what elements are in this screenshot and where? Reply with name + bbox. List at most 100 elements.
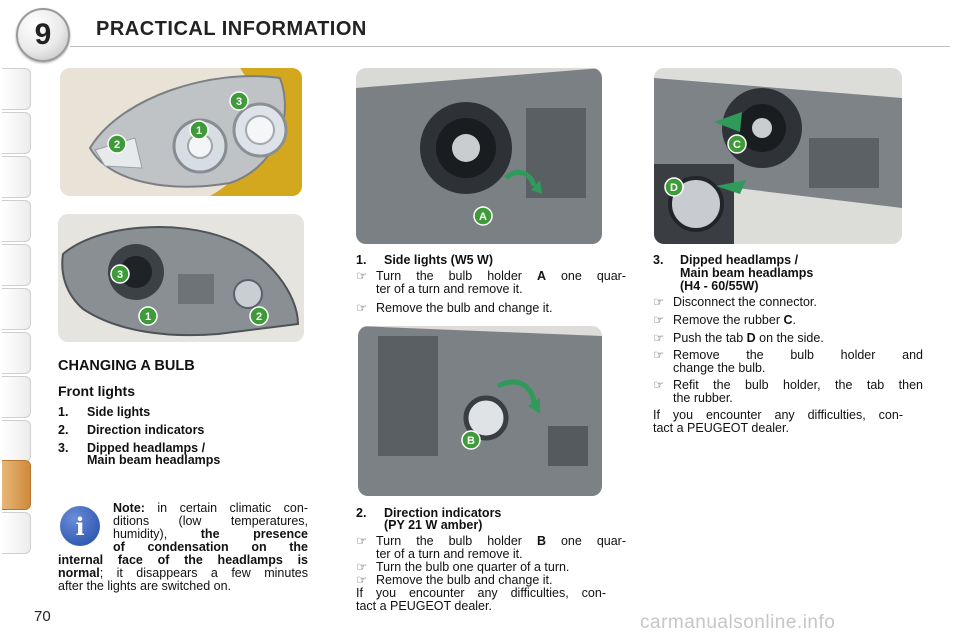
instruction-step: ☞ Remove the bulb holder and change the …: [653, 349, 923, 375]
photo-dipped-headlamp: [654, 68, 902, 244]
note-bold: internal face of the headlamps is: [58, 553, 308, 567]
step-ref: B: [536, 534, 546, 548]
section-title-text: Dipped headlamps /: [680, 253, 799, 267]
step-text: Remove the bulb and change it.: [376, 573, 553, 587]
list-text: Dipped headlamps /: [87, 441, 206, 455]
section-title-continuation: (PY 21 W amber): [384, 518, 483, 532]
info-icon: i: [60, 506, 100, 546]
pointing-hand-icon: ☞: [356, 301, 368, 315]
section-title-continuation: Main beam headlamps: [680, 266, 814, 280]
dealer-note-line: If you encounter any difficulties, con-: [653, 408, 903, 422]
section-number: 1.: [356, 253, 367, 267]
note-line: ditions (low temperatures,: [113, 514, 308, 528]
chapter-tab[interactable]: [2, 288, 31, 330]
list-text: Direction indicators: [87, 423, 205, 437]
dealer-note-line: If you encounter any difficulties, con-: [356, 586, 606, 600]
dealer-note: If you encounter any difficulties, con- …: [653, 409, 903, 435]
step-text: Remove the rubber: [673, 313, 784, 327]
note-bold: the presence: [200, 527, 308, 541]
note-line: humidity),: [113, 527, 201, 541]
note-line: ; it disappears a few minutes: [99, 566, 308, 580]
pointing-hand-icon: ☞: [653, 313, 665, 327]
chapter-tab[interactable]: [2, 68, 31, 110]
dealer-note: If you encounter any difficulties, con- …: [356, 587, 606, 613]
note-text-wide: internal face of the headlamps is normal…: [58, 554, 308, 593]
step-text: Turn the bulb holder: [376, 534, 537, 548]
photo-headlamp-car: [60, 68, 302, 196]
list-number: 3.: [58, 441, 69, 455]
step-text: one quar-: [545, 269, 626, 283]
photo-side-light: [356, 68, 602, 244]
instruction-step: ☞ Turn the bulb holder B one quar- ter o…: [356, 535, 626, 561]
pointing-hand-icon: ☞: [653, 348, 665, 362]
watermark: carmanualsonline.info: [640, 612, 836, 633]
chapter-number-badge: 9: [16, 8, 70, 62]
pointing-hand-icon: ☞: [653, 331, 665, 345]
section-heading: CHANGING A BULB: [58, 358, 195, 374]
note-bold: normal: [58, 566, 100, 580]
chapter-tab[interactable]: [2, 200, 31, 242]
pointing-hand-icon: ☞: [356, 560, 368, 574]
section-number: 3.: [653, 253, 664, 267]
list-item: 1. Side lights: [58, 405, 150, 419]
note-label: Note:: [113, 501, 145, 515]
step-text: on the side.: [755, 331, 824, 345]
note-line: after the lights are switched on.: [58, 579, 232, 593]
step-ref: D: [746, 331, 756, 345]
instruction-step: ☞ Disconnect the connector.: [653, 296, 923, 309]
chapter-tab[interactable]: [2, 512, 31, 554]
step-ref: C: [783, 313, 793, 327]
step-text: one quar-: [545, 534, 626, 548]
section-title: 2. Direction indicators: [356, 506, 501, 520]
step-text: .: [792, 313, 796, 327]
pointing-hand-icon: ☞: [653, 378, 665, 392]
step-text: Turn the bulb one quarter of a turn.: [376, 560, 570, 574]
chapter-tab[interactable]: [2, 244, 31, 286]
step-text: ter of a turn and remove it.: [376, 547, 523, 561]
pointing-hand-icon: ☞: [356, 534, 368, 548]
step-text: Refit the bulb holder, the tab then: [673, 378, 923, 392]
step-text: ter of a turn and remove it.: [376, 282, 523, 296]
pointing-hand-icon: ☞: [356, 573, 368, 587]
photo-headlamp-rear: [58, 214, 304, 342]
chapter-tabs: [0, 58, 34, 578]
chapter-tab-active[interactable]: [2, 460, 31, 510]
instruction-step: ☞ Remove the rubber C.: [653, 314, 923, 327]
section-title-text: Direction indicators: [384, 506, 502, 520]
step-ref: A: [536, 269, 546, 283]
instruction-step: ☞ Turn the bulb one quarter of a turn.: [356, 561, 626, 574]
photo-direction-indicator: [358, 326, 602, 496]
list-item-continuation: Main beam headlamps: [87, 453, 221, 467]
step-text: Remove the bulb and change it.: [376, 301, 553, 315]
step-text: Remove the bulb holder and: [673, 348, 923, 362]
list-text: Side lights: [87, 405, 151, 419]
section-title: 3. Dipped headlamps /: [653, 253, 798, 267]
section-title-continuation: (H4 - 60/55W): [680, 279, 759, 293]
step-text: Disconnect the connector.: [673, 295, 817, 309]
chapter-tab[interactable]: [2, 112, 31, 154]
step-text: the rubber.: [673, 391, 733, 405]
instruction-step: ☞ Turn the bulb holder A one quar- ter o…: [356, 270, 626, 296]
dealer-note-line: tact a PEUGEOT dealer.: [653, 421, 789, 435]
instruction-step: ☞ Remove the bulb and change it.: [356, 302, 626, 315]
instruction-step: ☞ Remove the bulb and change it.: [356, 574, 626, 587]
list-item: 2. Direction indicators: [58, 423, 204, 437]
list-number: 2.: [58, 423, 69, 437]
note-bold: of condensation on the: [113, 540, 308, 554]
list-number: 1.: [58, 405, 69, 419]
list-item: 3. Dipped headlamps /: [58, 441, 205, 455]
chapter-tab[interactable]: [2, 420, 31, 462]
pointing-hand-icon: ☞: [653, 295, 665, 309]
step-text: Turn the bulb holder: [376, 269, 537, 283]
page-title: PRACTICAL INFORMATION: [96, 18, 367, 40]
section-number: 2.: [356, 506, 367, 520]
chapter-tab[interactable]: [2, 376, 31, 418]
chapter-tab[interactable]: [2, 332, 31, 374]
chapter-tab[interactable]: [2, 156, 31, 198]
step-text: change the bulb.: [673, 361, 766, 375]
note-line: in certain climatic con-: [144, 501, 308, 515]
title-divider: [70, 46, 950, 47]
dealer-note-line: tact a PEUGEOT dealer.: [356, 599, 492, 613]
section-title: 1. Side lights (W5 W): [356, 253, 493, 267]
instruction-step: ☞ Push the tab D on the side.: [653, 332, 923, 345]
